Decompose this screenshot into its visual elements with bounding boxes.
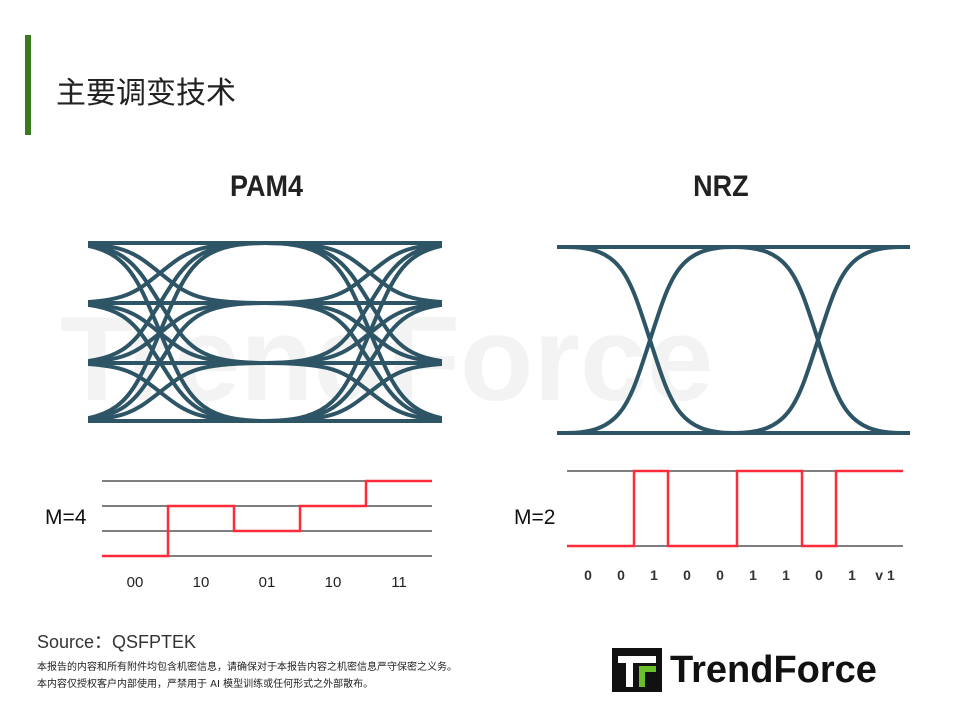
pam4-signal-waveform xyxy=(102,479,432,558)
nrz-signal-waveform xyxy=(567,469,903,548)
eye-trace xyxy=(264,241,442,305)
eye-trace xyxy=(264,361,442,423)
nrz-bit-label: 0 xyxy=(683,567,691,583)
logo-text: TrendForce xyxy=(670,648,877,691)
eye-trace xyxy=(88,361,266,423)
nrz-bit-label: 0 xyxy=(815,567,823,583)
eye-trace xyxy=(88,241,266,305)
nrz-bit-label: 0 xyxy=(584,567,592,583)
nrz-bit-label: 1 xyxy=(650,567,658,583)
nrz-bit-label: 1 xyxy=(782,567,790,583)
nrz-bit-label: 1 xyxy=(848,567,856,583)
pam4-symbol-label: 11 xyxy=(391,574,407,591)
pam4-m-label: M=4 xyxy=(45,506,87,529)
eye-trace xyxy=(88,301,266,422)
source-note: Source：QSFPTEK xyxy=(37,632,197,652)
eye-trace xyxy=(264,302,442,423)
pam4-eye-diagram xyxy=(88,241,442,423)
eye-trace xyxy=(88,241,266,421)
nrz-eye-diagram xyxy=(557,245,910,435)
eye-trace xyxy=(264,243,442,423)
pam4-heading: PAM4 xyxy=(230,170,304,203)
nrz-bit-label: v 1 xyxy=(875,567,895,583)
nrz-bit-label: 1 xyxy=(749,567,757,583)
disclaimer-line-1: 本报告的内容和所有附件均包含机密信息，请确保对于本报告内容之机密信息严守保密之义… xyxy=(37,662,457,673)
eye-trace xyxy=(565,245,735,435)
eye-trace xyxy=(264,242,442,365)
disclaimer-line-2: 本内容仅授权客户内部使用，严禁用于 AI 模型训练或任何形式之外部散布。 xyxy=(37,679,374,690)
title-accent-bar xyxy=(25,35,31,135)
nrz-bit-label: 0 xyxy=(617,567,625,583)
pam4-symbol-label: 00 xyxy=(127,574,144,591)
trendforce-logo: TrendForce xyxy=(612,648,877,692)
pam4-symbol-label: 10 xyxy=(325,574,342,591)
nrz-m-label: M=2 xyxy=(514,506,556,529)
logo-icon xyxy=(612,648,662,692)
pam4-symbol-label: 01 xyxy=(259,574,276,591)
pam4-symbol-label: 10 xyxy=(193,574,210,591)
eye-trace xyxy=(733,245,903,435)
page-title: 主要调变技术 xyxy=(56,76,236,111)
nrz-heading: NRZ xyxy=(693,170,749,203)
eye-trace xyxy=(88,241,266,364)
nrz-bit-label: 0 xyxy=(716,567,724,583)
